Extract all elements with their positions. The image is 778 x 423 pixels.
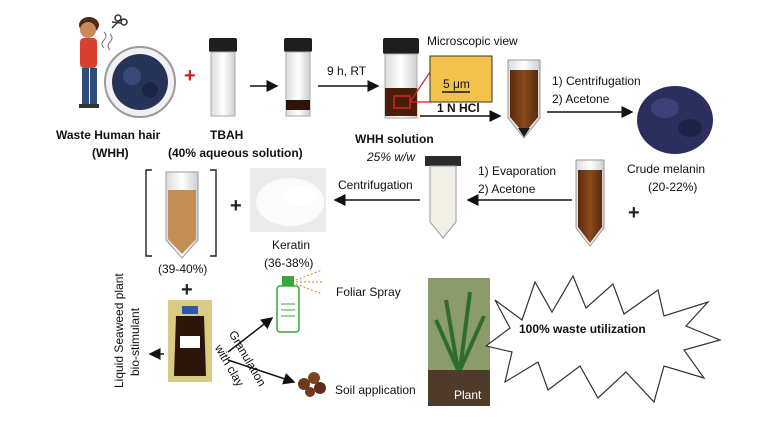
label-waste-utilization: 100% waste utilization [519,322,646,336]
mixture-vial [284,38,312,117]
plus-sign-1: + [184,65,196,87]
person-illustration [79,17,99,108]
label-microscopic-view: Microscopic view [427,34,518,48]
tbah-vial [209,38,237,117]
label-melanin-yield: (20-22%) [648,180,698,194]
label-step-acetone-2b: 2) Acetone [478,182,536,196]
label-liquid-seaweed-2: bio-stimulant [128,307,142,376]
label-soil-application: Soil application [335,383,416,397]
spray-bottle [276,269,324,333]
plus-sign-4: + [181,279,193,301]
crude-melanin-powder [637,86,713,154]
label-supernatant-yield: (39-40%) [158,262,208,276]
supernatant-tube [145,169,217,259]
seaweed-bottle [168,300,212,382]
label-liquid-seaweed-1: Liquid Seaweed plant [112,273,126,388]
plus-sign-2: + [628,202,640,224]
soil-granules [298,372,326,397]
label-hcl: 1 N HCl [437,101,480,115]
microscopic-view [409,55,493,103]
centrifuge-tube-2 [575,159,605,247]
label-whh-solution: WHH solution [355,132,434,146]
label-scale: 5 μm [443,77,470,91]
whh-solution-vial [383,38,419,119]
label-tbah-conc: (40% aqueous solution) [168,146,303,160]
centrifuge-tube-1 [507,59,541,139]
label-keratin: Keratin [272,238,311,252]
keratin-powder [250,168,326,232]
hair-strands-icon [101,31,113,51]
arrow-to-spray [227,317,274,353]
scissors-icon [111,14,128,29]
arrow-to-soil [227,359,296,385]
label-whh-conc: 25% w/w [367,150,416,164]
label-step-evaporation-1: 1) Evaporation [478,164,557,178]
keratin-tube [425,156,461,239]
label-centrifugation: Centrifugation [338,178,413,192]
hair-dish [104,46,176,118]
flow-arrows [148,80,634,385]
label-tbah: TBAH [210,128,244,142]
label-step-acetone-2: 2) Acetone [552,92,610,106]
plant-photo [428,278,490,406]
label-conditions: 9 h, RT [327,64,367,78]
starburst-shape [484,274,722,404]
label-plant: Plant [454,388,482,402]
label-crude-melanin: Crude melanin [627,162,706,176]
label-step-centrifugation-1: 1) Centrifugation [552,74,641,88]
plus-sign-3: + [230,195,242,217]
label-foliar-spray: Foliar Spray [336,285,401,299]
label-keratin-yield: (36-38%) [264,256,314,270]
label-waste-hair: Waste Human hair [56,128,161,142]
label-whh: (WHH) [92,146,129,160]
